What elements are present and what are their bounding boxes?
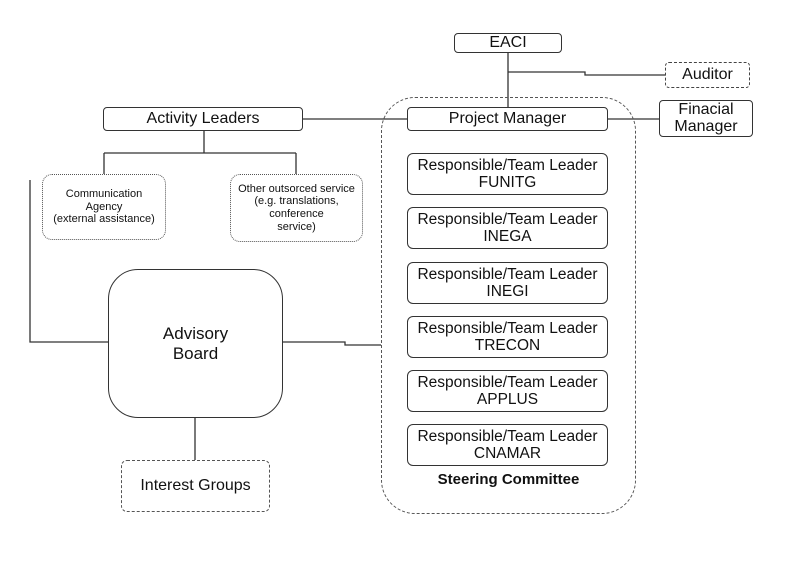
team-leader-role: Responsible/Team Leader	[417, 319, 598, 337]
node-communication-agency: Communication Agency (external assistanc…	[42, 174, 166, 240]
node-auditor: Auditor	[665, 62, 750, 88]
steering-committee-label: Steering Committee	[437, 471, 580, 488]
team-leader-role: Responsible/Team Leader	[417, 265, 598, 283]
team-leader-role: Responsible/Team Leader	[417, 427, 598, 445]
team-leader-role: Responsible/Team Leader	[417, 210, 598, 228]
team-leader-role: Responsible/Team Leader	[417, 373, 598, 391]
node-project-manager: Project Manager	[407, 107, 608, 131]
node-interest-groups: Interest Groups	[121, 460, 270, 512]
connector-eaci-auditor	[508, 71, 665, 76]
team-leader-org: FUNITG	[478, 174, 537, 191]
steering-committee-frame	[381, 97, 636, 514]
team-leader-org: CNAMAR	[473, 445, 542, 462]
connector-comm-board	[29, 180, 108, 343]
team-leader-org: INEGA	[483, 228, 532, 245]
node-eaci: EACI	[454, 33, 562, 53]
team-leader-org: TRECON	[474, 337, 541, 354]
node-advisory-board: Advisory Board	[108, 269, 283, 418]
node-other-services: Other outsorced service (e.g. translatio…	[230, 174, 363, 242]
team-leader-role: Responsible/Team Leader	[417, 156, 598, 174]
team-leader-org: INEGI	[486, 283, 529, 300]
node-activity-leaders: Activity Leaders	[103, 107, 303, 131]
team-leader-org: APPLUS	[476, 391, 539, 408]
node-financial-manager: Finacial Manager	[659, 100, 753, 137]
connector-board-steering	[283, 341, 381, 346]
